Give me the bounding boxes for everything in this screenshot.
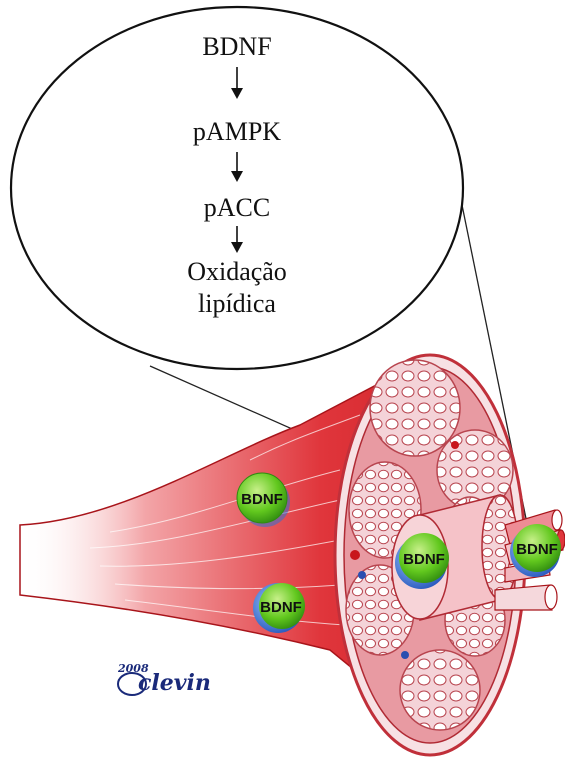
pathway-step-oxidation-line2: lipídica xyxy=(198,289,276,318)
pathway-step-pacc: pACC xyxy=(204,193,270,222)
bdnf-badge-label: BDNF xyxy=(403,551,445,568)
signature-name: clevin xyxy=(138,670,211,696)
artist-signature: 2008 clevin xyxy=(117,662,211,696)
pathway-step-bdnf: BDNF xyxy=(202,32,271,61)
pathway-step-oxidation-line1: Oxidação xyxy=(187,257,287,286)
pathway-step-pampk: pAMPK xyxy=(193,117,281,146)
bdnf-badge-label: BDNF xyxy=(241,491,283,508)
bdnf-badge-label: BDNF xyxy=(516,541,558,558)
bdnf-badge-label: BDNF xyxy=(260,599,302,616)
